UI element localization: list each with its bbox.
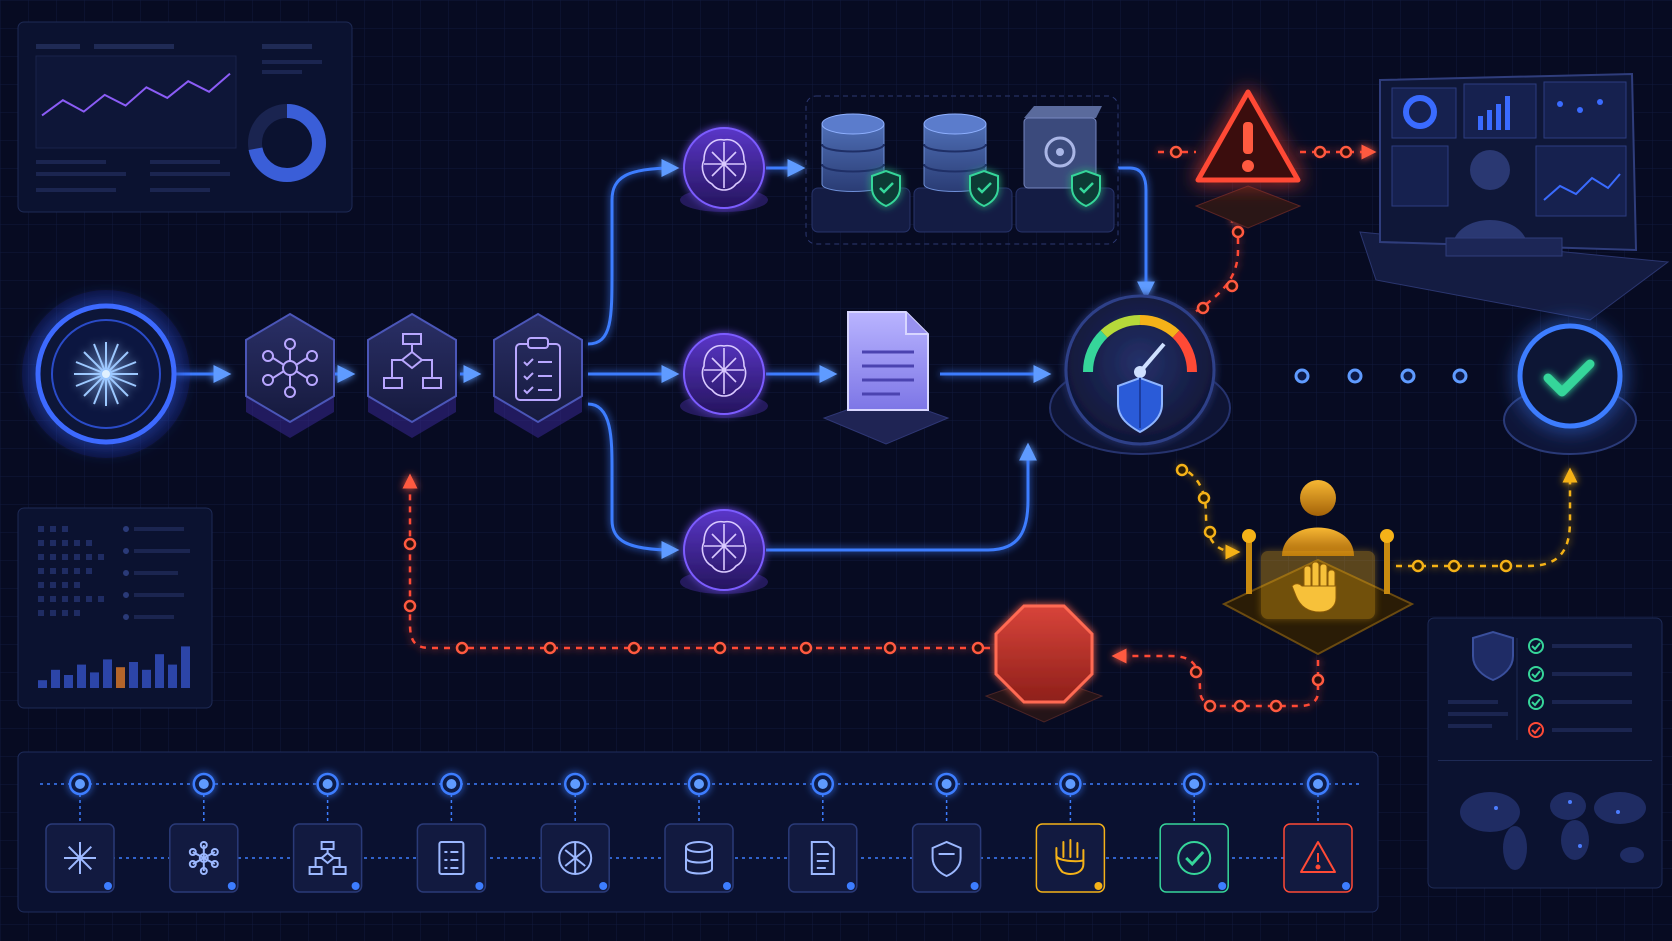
- hub-node[interactable]: [245, 312, 335, 438]
- clipboard-checklist-icon: [515, 337, 561, 401]
- database-icon: [923, 113, 987, 192]
- neural-brain-icon: [558, 841, 593, 875]
- checkmark-icon: [1177, 841, 1212, 875]
- timeline-step[interactable]: [788, 772, 858, 893]
- agent-top-node[interactable]: [680, 127, 768, 212]
- alert-node[interactable]: [1194, 89, 1302, 229]
- metrics-bar: [168, 664, 177, 688]
- metrics-bar-chart: [38, 646, 190, 688]
- timeline-step[interactable]: [1283, 772, 1353, 893]
- checkmark-icon: [1543, 359, 1595, 397]
- checklist-item: [1528, 694, 1632, 710]
- metrics-bar: [181, 646, 190, 688]
- source-node[interactable]: [22, 290, 190, 458]
- starburst-icon: [64, 842, 96, 874]
- database-icon: [685, 841, 713, 875]
- document-icon: [862, 350, 914, 396]
- stop-node[interactable]: [984, 604, 1104, 723]
- database-icon: [821, 113, 885, 192]
- shield-check-icon: [871, 169, 901, 208]
- pipeline-timeline: [17, 751, 1379, 913]
- metrics-bar: [116, 667, 125, 688]
- neural-brain-icon: [701, 344, 747, 397]
- shield-check-icon: [1071, 169, 1101, 208]
- spec-node[interactable]: [493, 312, 583, 438]
- donut-chart: [248, 104, 326, 182]
- metrics-bar: [103, 659, 112, 688]
- network-hub-icon: [188, 841, 219, 875]
- checklist-item: [1528, 722, 1632, 738]
- warning-triangle-icon: [1300, 841, 1336, 873]
- metrics-bar: [142, 669, 151, 688]
- starburst-icon: [74, 342, 138, 406]
- timeline-step[interactable]: [292, 772, 363, 893]
- review-connectors: [1177, 464, 1578, 568]
- metrics-bar: [155, 654, 164, 688]
- vault-icon: [1023, 106, 1102, 189]
- compliance-checklist: [1528, 638, 1632, 738]
- clipboard-checklist-icon: [438, 841, 465, 875]
- plan-node[interactable]: [367, 312, 457, 438]
- neural-brain-icon: [701, 138, 747, 191]
- timeline-step[interactable]: [1035, 772, 1106, 893]
- analytics-panel: [17, 21, 353, 213]
- stop-hand-icon: [1055, 839, 1085, 876]
- checklist-item: [1528, 666, 1632, 682]
- metrics-dot-matrix: [38, 526, 104, 616]
- timeline-step[interactable]: [664, 772, 734, 893]
- review-connector-dots: [1175, 463, 1513, 573]
- gauge-shield-icon: [1082, 314, 1198, 434]
- shield-icon: [931, 840, 962, 878]
- approved-node[interactable]: [1503, 323, 1637, 455]
- timeline-step[interactable]: [45, 772, 115, 893]
- compliance-panel: [1427, 617, 1663, 889]
- world-map-icon: [1460, 792, 1646, 870]
- timeline-step[interactable]: [1159, 772, 1229, 893]
- document-icon: [810, 841, 835, 875]
- flowchart-icon: [383, 333, 442, 389]
- timeline-step[interactable]: [911, 772, 982, 893]
- metrics-bar: [38, 680, 47, 688]
- shield-check-icon: [969, 169, 999, 208]
- network-hub-icon: [262, 338, 318, 398]
- flowchart-icon: [308, 841, 347, 875]
- secured-storage-group[interactable]: [805, 95, 1119, 245]
- operator-dashboard-icon: [1391, 81, 1627, 257]
- metrics-bar: [90, 672, 99, 688]
- compliance-shield-icon: [1472, 630, 1514, 682]
- human-stop-hand-icon: [1291, 561, 1337, 613]
- metrics-bar: [51, 669, 60, 688]
- approval-connector: [1234, 367, 1516, 385]
- stop-octagon-icon: [994, 604, 1094, 704]
- metrics-bar: [64, 675, 73, 688]
- neural-brain-icon: [701, 520, 747, 573]
- alert-connector-dots: [403, 145, 1353, 713]
- agent-bottom-node[interactable]: [680, 509, 768, 594]
- agent-mid-node[interactable]: [680, 333, 768, 418]
- analytics-line-chart: [41, 72, 231, 117]
- human-review-node[interactable]: [1221, 480, 1415, 656]
- timeline-step[interactable]: [169, 772, 239, 893]
- timeline-step[interactable]: [416, 772, 487, 893]
- checklist-item: [1528, 638, 1632, 654]
- evaluator-node[interactable]: [1049, 294, 1231, 455]
- operator-console-node[interactable]: [1359, 72, 1670, 321]
- metrics-panel: [17, 507, 213, 709]
- metrics-bar: [129, 662, 138, 688]
- timeline-step[interactable]: [540, 772, 610, 893]
- document-node[interactable]: [822, 311, 950, 445]
- metrics-bar: [77, 664, 86, 688]
- warning-triangle-icon: [1242, 122, 1254, 172]
- main-flow-connectors: [172, 159, 1155, 559]
